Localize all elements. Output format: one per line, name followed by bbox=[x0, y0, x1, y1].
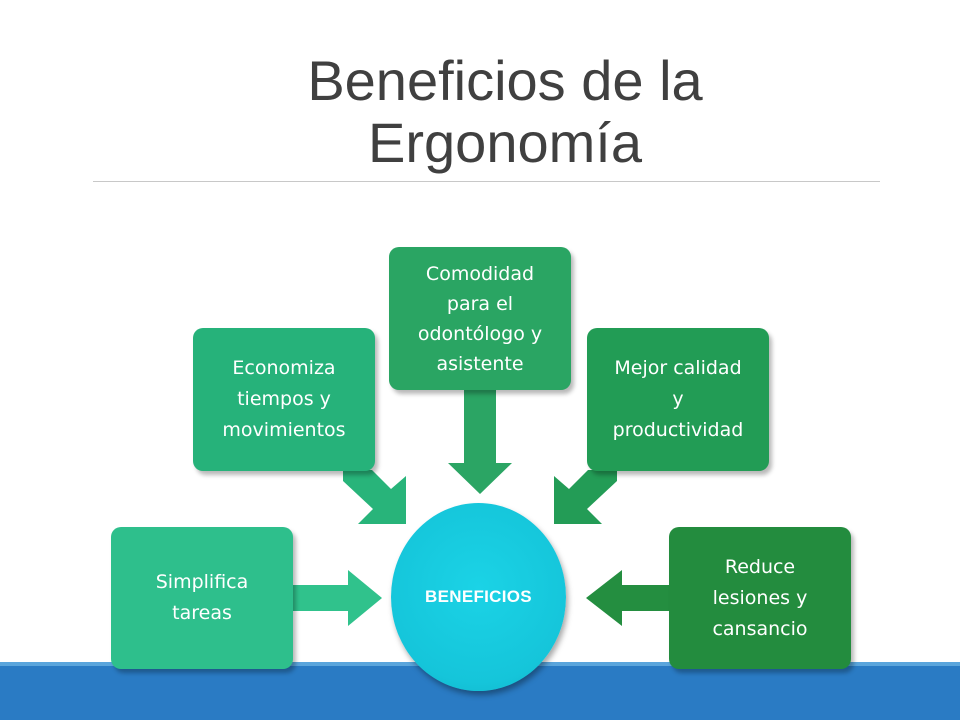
text-line: movimientos bbox=[222, 419, 346, 441]
text-line: tareas bbox=[172, 602, 232, 624]
title-divider bbox=[93, 181, 880, 182]
text-line: productividad bbox=[612, 419, 744, 441]
box-comodidad: Comodidad para el odontólogo y asistente bbox=[389, 247, 571, 390]
text-line: asistente bbox=[436, 352, 524, 375]
box-reduce: Reduce lesiones y cansancio bbox=[669, 527, 851, 669]
box-simplifica-text: Simplifica tareas bbox=[156, 567, 249, 629]
text-line: y bbox=[672, 388, 684, 410]
text-line: Comodidad bbox=[425, 262, 535, 285]
box-reduce-text: Reduce lesiones y cansancio bbox=[712, 552, 807, 645]
box-economiza: Economiza tiempos y movimientos bbox=[193, 328, 375, 471]
arrow-economiza bbox=[343, 470, 406, 524]
text-line: Economiza bbox=[232, 357, 336, 379]
text-line: tiempos y bbox=[237, 388, 331, 410]
text-line: odontólogo y bbox=[417, 322, 543, 345]
arrow-reduce bbox=[586, 570, 670, 626]
slide-title-line1: Beneficios de la bbox=[307, 49, 703, 112]
center-circle: BENEFICIOS bbox=[391, 503, 566, 691]
text-line: lesiones y bbox=[712, 586, 808, 609]
box-comodidad-text: Comodidad para el odontólogo y asistente bbox=[418, 259, 542, 379]
center-label: BENEFICIOS bbox=[425, 587, 532, 606]
box-simplifica: Simplifica tareas bbox=[111, 527, 293, 669]
box-economiza-text: Economiza tiempos y movimientos bbox=[222, 353, 345, 446]
text-line: Mejor calidad bbox=[614, 357, 742, 379]
arrow-simplifica bbox=[292, 570, 382, 626]
box-mejor-calidad: Mejor calidad y productividad bbox=[587, 328, 769, 471]
arrow-mejor-calidad bbox=[554, 470, 617, 524]
text-line: Reduce bbox=[724, 555, 796, 578]
text-line: Simplifica bbox=[155, 571, 249, 593]
slide-title-line2: Ergonomía bbox=[368, 111, 642, 174]
slide-title: Beneficios de la Ergonomía bbox=[200, 50, 810, 174]
text-line: cansancio bbox=[712, 617, 808, 640]
text-line: para el bbox=[446, 292, 514, 315]
box-mejor-calidad-text: Mejor calidad y productividad bbox=[613, 353, 744, 446]
arrow-comodidad bbox=[448, 390, 512, 494]
